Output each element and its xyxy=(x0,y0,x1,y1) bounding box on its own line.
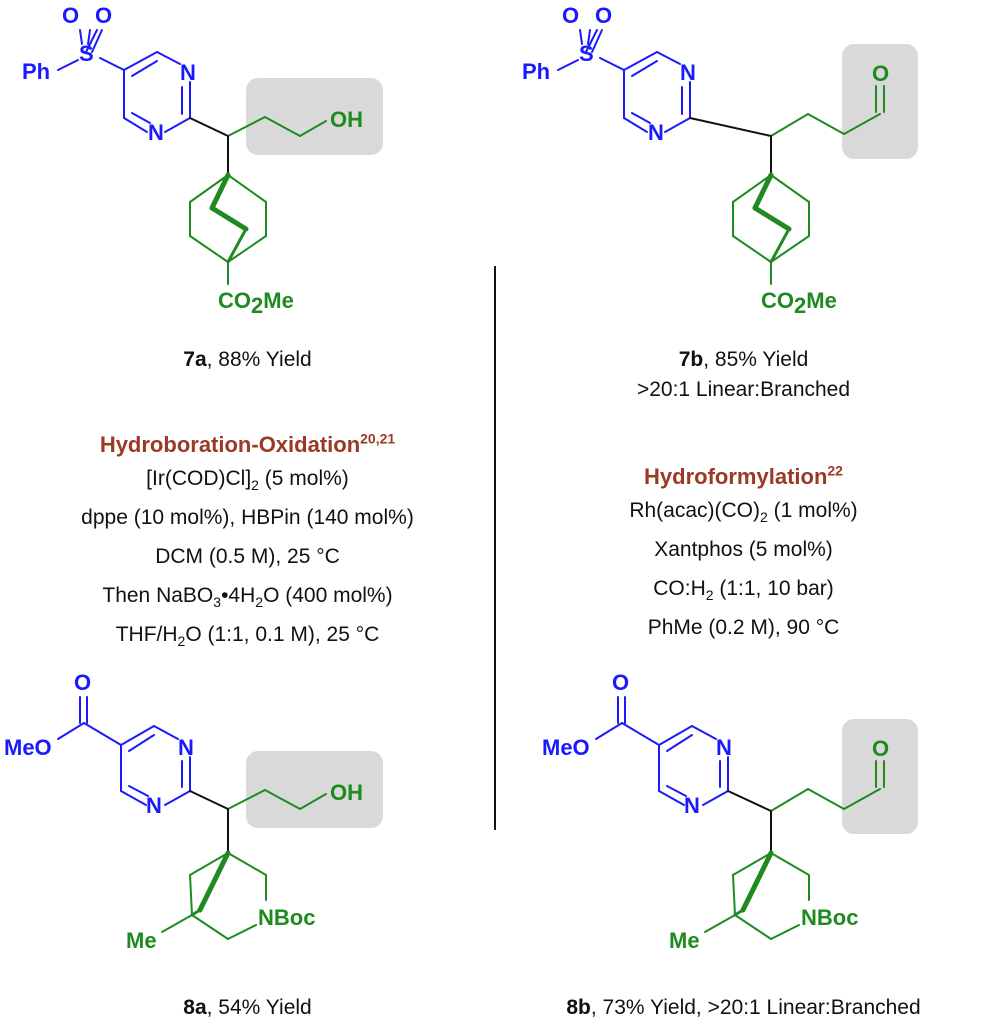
hydroboration-ligand: dppe (10 mol%), HBPin (140 mol%) xyxy=(81,506,414,529)
sulfonyl-oxygen-2: O xyxy=(95,3,112,28)
hydroformylation-conditions: Hydroformylation22 Rh(acac)(CO)2 (1 mol%… xyxy=(496,452,991,647)
pyrimidine-n-top: N xyxy=(716,735,732,760)
hydroformylation-solvent: PhMe (0.2 M), 90 °C xyxy=(647,616,840,639)
methoxy-label: MeO xyxy=(542,735,590,760)
sulfonyl-oxygen-1: O xyxy=(562,3,579,28)
pyrimidine-n-top: N xyxy=(680,60,696,85)
nboc-label: NBoc xyxy=(258,905,315,930)
pyrimidine-n-top: N xyxy=(178,735,194,760)
compound-7a-structure: O O S Ph N N OH CO2Me xyxy=(22,3,383,318)
pyrimidine-n-bottom: N xyxy=(146,793,162,818)
hydroxyl-highlight xyxy=(246,751,383,828)
methoxy-label: MeO xyxy=(4,735,52,760)
pyrimidine-n-bottom: N xyxy=(648,120,664,145)
aldehyde-oxygen: O xyxy=(872,61,889,86)
hydroformylation-catalyst: Rh(acac)(CO)2 (1 mol%) xyxy=(629,499,858,526)
right-panel: O O S Ph N N O CO2Me 7b, 85% Yield >20:1… xyxy=(496,0,991,1024)
pyrimidine-n-bottom: N xyxy=(148,120,164,145)
compound-id-7a: 7a xyxy=(183,348,207,371)
hydroboration-catalyst: [Ir(COD)Cl]2 (5 mol%) xyxy=(146,467,349,494)
hydroboration-solvent: DCM (0.5 M), 25 °C xyxy=(155,545,340,568)
aldehyde-highlight xyxy=(842,44,918,159)
compound-8a-structure: O MeO N N OH NBoc Me xyxy=(4,670,383,953)
caption-7b: 7b, 85% Yield >20:1 Linear:Branched xyxy=(496,345,991,405)
aldehyde-oxygen: O xyxy=(872,736,889,761)
hydroxyl-label: OH xyxy=(330,107,363,132)
compound-id-7b: 7b xyxy=(678,348,704,371)
sulfonyl-oxygen-1: O xyxy=(62,3,79,28)
hydroformylation-title: Hydroformylation22 xyxy=(644,463,843,490)
left-panel: O O S Ph N N OH CO2Me 7a, 88% Yield Hydr… xyxy=(0,0,495,1024)
ester-label: CO2Me xyxy=(218,288,294,318)
pyrimidine-n-bottom: N xyxy=(684,793,700,818)
methyl-label: Me xyxy=(126,928,157,953)
hydroformylation-ligand: Xantphos (5 mol%) xyxy=(654,538,833,561)
caption-7a: 7a, 88% Yield xyxy=(0,345,495,375)
hydroboration-oxidation-solvent: THF/H2O (1:1, 0.1 M), 25 °C xyxy=(115,623,380,650)
nboc-label: NBoc xyxy=(801,905,858,930)
methyl-label: Me xyxy=(669,928,700,953)
compound-id-8a: 8a xyxy=(183,996,207,1019)
hydroxyl-highlight xyxy=(246,78,383,155)
sulfur-atom: S xyxy=(579,41,594,66)
hydroboration-title: Hydroboration-Oxidation20,21 xyxy=(99,431,396,458)
carbonyl-oxygen: O xyxy=(74,670,91,695)
yield-7a: , 88% Yield xyxy=(206,348,312,371)
caption-8a: 8a, 54% Yield xyxy=(0,993,495,1023)
sulfur-atom: S xyxy=(79,41,94,66)
phenyl-label: Ph xyxy=(22,59,50,84)
panel-divider xyxy=(494,266,496,830)
aldehyde-highlight xyxy=(842,719,918,834)
hydroformylation-gas: CO:H2 (1:1, 10 bar) xyxy=(653,577,834,604)
hydroboration-oxidant: Then NaBO3•4H2O (400 mol%) xyxy=(102,584,393,611)
yield-8a: , 54% Yield xyxy=(206,996,312,1019)
yield-7b: , 85% Yield xyxy=(703,348,809,371)
compound-id-8b: 8b xyxy=(566,996,591,1019)
caption-8b: 8b, 73% Yield, >20:1 Linear:Branched xyxy=(496,993,991,1023)
yield-8b: , 73% Yield, >20:1 Linear:Branched xyxy=(590,996,921,1019)
pyrimidine-n-top: N xyxy=(180,60,196,85)
compound-7b-structure: O O S Ph N N O CO2Me xyxy=(522,3,918,318)
hydroxyl-label: OH xyxy=(330,780,363,805)
sulfonyl-oxygen-2: O xyxy=(595,3,612,28)
selectivity-7b: >20:1 Linear:Branched xyxy=(636,378,851,401)
hydroboration-conditions: Hydroboration-Oxidation20,21 [Ir(COD)Cl]… xyxy=(0,420,495,654)
phenyl-label: Ph xyxy=(522,59,550,84)
carbonyl-oxygen: O xyxy=(612,670,629,695)
ester-label: CO2Me xyxy=(761,288,837,318)
compound-8b-structure: O MeO N N O NBoc Me xyxy=(542,670,918,953)
